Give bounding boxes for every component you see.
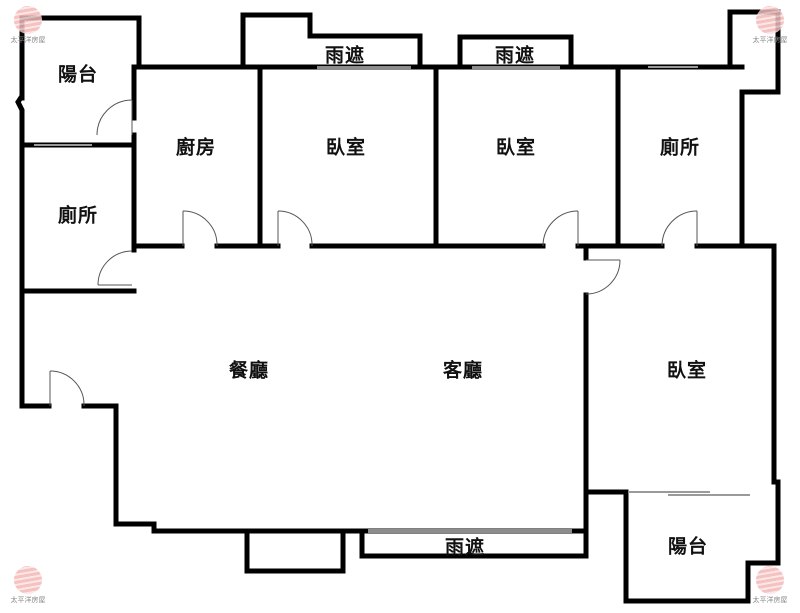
watermark-top-right: 太平洋房屋: [748, 6, 792, 45]
canopy-label-south: 雨遮: [444, 536, 486, 559]
watermark-top-left: 太平洋房屋: [6, 6, 50, 45]
watermark-bottom-left: 太平洋房屋: [6, 566, 50, 605]
room-label-bedroom-1: 臥室: [325, 136, 367, 159]
brand-logo-icon: [14, 6, 42, 34]
room-label-living-room: 客廳: [442, 359, 484, 382]
watermark-text: 太平洋房屋: [752, 36, 788, 44]
room-label-bedroom-2: 臥室: [495, 136, 537, 159]
room-label-toilet-west: 廁所: [57, 204, 99, 227]
room-label-kitchen: 廚房: [175, 136, 217, 159]
brand-logo-icon: [756, 566, 784, 594]
watermark-text: 太平洋房屋: [10, 36, 46, 44]
room-label-bedroom-3: 臥室: [666, 359, 708, 382]
doors: [49, 99, 698, 407]
walls: [15, 9, 781, 604]
brand-logo-icon: [14, 566, 42, 594]
windows: [34, 66, 750, 533]
room-label-balcony-nw: 陽台: [57, 63, 99, 86]
watermark-bottom-right: 太平洋房屋: [748, 566, 792, 605]
room-label-dining-room: 餐廳: [228, 359, 270, 382]
brand-logo-icon: [756, 6, 784, 34]
watermark-text: 太平洋房屋: [10, 596, 46, 604]
room-label-balcony-se: 陽台: [667, 535, 709, 558]
canopy-label-north-2: 雨遮: [494, 44, 536, 67]
room-label-toilet-east: 廁所: [659, 136, 701, 159]
canopy-label-north-1: 雨遮: [324, 44, 366, 67]
watermark-text: 太平洋房屋: [752, 596, 788, 604]
